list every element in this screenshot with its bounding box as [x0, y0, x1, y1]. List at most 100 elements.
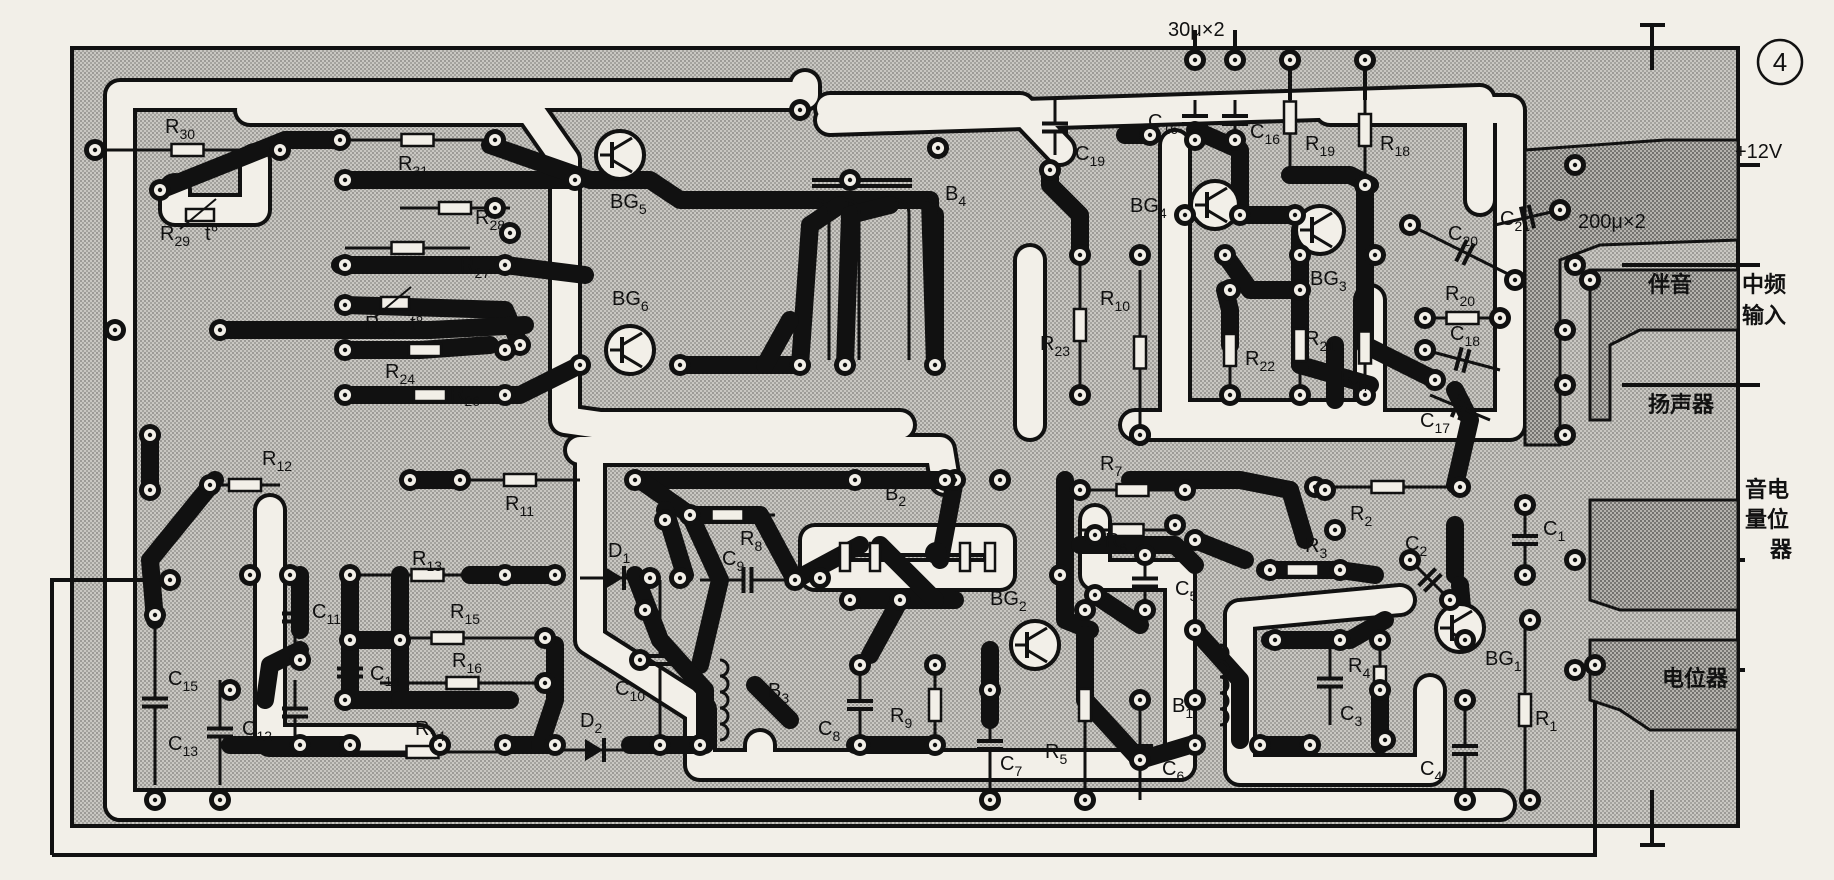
- pad: [1224, 129, 1246, 151]
- pad: [1579, 269, 1601, 291]
- capacitor-pair-label-2: 200μ×2: [1578, 211, 1646, 233]
- pad: [1364, 244, 1386, 266]
- pad: [649, 734, 671, 756]
- pad: [849, 654, 871, 676]
- resistor: [1425, 310, 1500, 326]
- pad: [669, 567, 691, 589]
- pad: [1279, 49, 1301, 71]
- pad: [809, 567, 831, 589]
- pad: [544, 734, 566, 756]
- pad: [1249, 734, 1271, 756]
- terminal-if-input-a: 伴音: [1647, 272, 1692, 298]
- pad: [1299, 734, 1321, 756]
- transformer-coil: [719, 658, 730, 742]
- pad: [334, 689, 356, 711]
- resistor: [1222, 305, 1238, 395]
- transistor: [1294, 204, 1346, 256]
- terminal-volume-c: 器: [1769, 538, 1793, 563]
- pad: [1289, 279, 1311, 301]
- pad: [1129, 689, 1151, 711]
- pad: [1554, 319, 1576, 341]
- pad: [1219, 384, 1241, 406]
- resistor: [1080, 482, 1185, 498]
- pad: [1129, 244, 1151, 266]
- transistor: [1009, 619, 1061, 671]
- pad: [1069, 384, 1091, 406]
- pad: [1514, 494, 1536, 516]
- label-t1: t°: [205, 223, 219, 245]
- pad: [499, 222, 521, 244]
- terminal-speaker: 扬声器: [1648, 393, 1715, 418]
- pad: [1184, 49, 1206, 71]
- pad: [1519, 609, 1541, 631]
- pad: [989, 469, 1011, 491]
- resistor: [380, 675, 545, 691]
- pad: [149, 179, 171, 201]
- pad: [1259, 559, 1281, 581]
- pad: [629, 649, 651, 671]
- pad: [1174, 204, 1196, 226]
- pad: [839, 589, 861, 611]
- pad: [1554, 374, 1576, 396]
- pad: [1084, 524, 1106, 546]
- pad: [144, 604, 166, 626]
- pad: [1184, 689, 1206, 711]
- pad: [1399, 549, 1421, 571]
- figure-number: 4: [1756, 38, 1804, 86]
- capacitor: [647, 580, 673, 740]
- resistor: [345, 342, 505, 358]
- pad: [1184, 619, 1206, 641]
- transformer-coil: [1219, 643, 1230, 727]
- pad: [1454, 629, 1476, 651]
- resistor: [1357, 60, 1373, 200]
- pad: [924, 354, 946, 376]
- pad: [209, 319, 231, 341]
- pad: [1454, 689, 1476, 711]
- pad: [1369, 679, 1391, 701]
- right-copper: [1523, 138, 1740, 732]
- pad: [639, 567, 661, 589]
- terminal-volume-b: 量位: [1745, 507, 1789, 533]
- resistor: [210, 477, 280, 493]
- wire-bottom-loop: [52, 665, 1597, 857]
- pad: [1039, 159, 1061, 181]
- pad: [689, 734, 711, 756]
- pad: [1489, 307, 1511, 329]
- pad: [1229, 204, 1251, 226]
- pad: [564, 169, 586, 191]
- pad: [1414, 339, 1436, 361]
- wire-left-loop: [50, 578, 170, 855]
- capacitor: [1494, 204, 1561, 231]
- label-t2: t°: [410, 313, 424, 335]
- label-bg3: BG3: [1310, 268, 1347, 294]
- pad: [139, 424, 161, 446]
- terminal-if-input-b: 中频: [1742, 273, 1786, 298]
- thermistor: [374, 286, 412, 318]
- pad: [569, 354, 591, 376]
- resistor: [350, 567, 505, 583]
- pad: [1399, 214, 1421, 236]
- pad: [844, 469, 866, 491]
- pad: [1284, 204, 1306, 226]
- capacitor: [1409, 223, 1521, 282]
- resistor: [355, 387, 505, 403]
- pad: [159, 569, 181, 591]
- pad: [1324, 519, 1346, 541]
- pad: [1219, 279, 1241, 301]
- pad: [84, 139, 106, 161]
- pad: [1554, 424, 1576, 446]
- pad: [849, 734, 871, 756]
- pad: [334, 384, 356, 406]
- resistor: [350, 630, 545, 646]
- pad: [1564, 659, 1586, 681]
- pad: [1424, 369, 1446, 391]
- capacitor: [1424, 346, 1501, 374]
- pad: [924, 734, 946, 756]
- pad: [839, 169, 861, 191]
- pad: [544, 564, 566, 586]
- pad: [889, 589, 911, 611]
- terminal-volume-a: 音电: [1745, 477, 1789, 503]
- pad: [139, 479, 161, 501]
- transistor: [604, 324, 656, 376]
